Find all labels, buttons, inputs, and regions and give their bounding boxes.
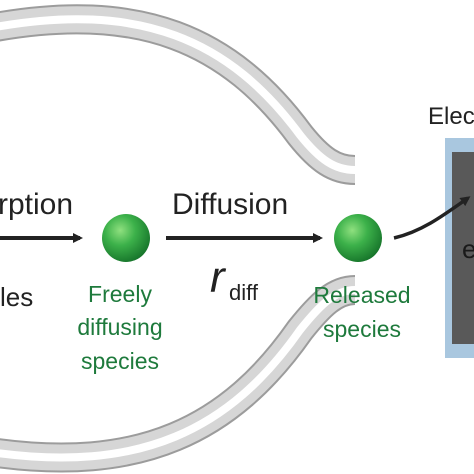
r-diff-subscript: diff <box>229 280 259 305</box>
left-species-label: les <box>0 282 33 312</box>
diffusion-label: Diffusion <box>172 188 288 221</box>
freely-diffusing-line1: Freely <box>88 281 152 307</box>
electrode-inner-label: e <box>462 234 474 264</box>
upper-channel-wall <box>0 4 356 185</box>
lower-channel-wall <box>0 275 357 473</box>
freely-diffusing-line2: diffusing <box>77 314 162 340</box>
released-species-line2: species <box>323 316 401 342</box>
electrode-transfer-arrow <box>393 196 471 240</box>
r-diff-symbol: r <box>210 253 227 302</box>
electrode-label: Elec <box>428 103 474 130</box>
freely-diffusing-line3: species <box>81 348 159 374</box>
freely-diffusing-species-sphere <box>102 214 150 262</box>
desorption-label: rption <box>0 188 73 221</box>
released-species-line1: Released <box>313 282 410 308</box>
released-species-sphere <box>334 214 382 262</box>
